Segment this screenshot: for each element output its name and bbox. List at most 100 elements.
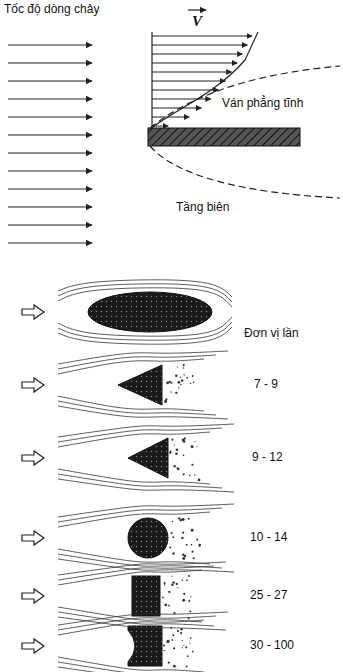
wake-dot <box>172 536 174 538</box>
streamline <box>58 406 228 419</box>
text-label: Ván phẳng tĩnh <box>222 96 303 110</box>
wake-dot <box>172 581 174 583</box>
wake-dot <box>189 611 191 613</box>
wake-dot <box>193 381 195 383</box>
text-label: Tầng biên <box>176 200 229 214</box>
velocity-arrow <box>152 90 219 91</box>
wake-dot <box>184 437 186 439</box>
wake-dot <box>183 593 185 595</box>
wake-dot <box>186 544 188 546</box>
wake-dot <box>191 551 193 553</box>
wake-dot <box>186 666 188 668</box>
velocity-arrow <box>152 99 211 100</box>
streamline <box>58 280 232 297</box>
flow-arrow <box>8 80 92 81</box>
wake-dot <box>175 453 177 455</box>
streamline <box>58 617 226 630</box>
wake-dot <box>198 544 201 547</box>
wake-dot <box>171 439 173 441</box>
wake-dot <box>163 650 164 651</box>
wake-dot <box>173 444 174 445</box>
wake-dot <box>177 587 178 588</box>
wake-dot <box>183 645 184 646</box>
wake-dot <box>178 387 179 388</box>
wake-dot <box>187 655 189 657</box>
wake-dot <box>192 651 194 653</box>
wake-dot <box>166 640 169 643</box>
streamline <box>58 667 228 672</box>
wake-dot <box>182 532 184 534</box>
wake-dot <box>182 557 185 560</box>
wake-dot <box>196 445 197 446</box>
wake-dot <box>169 547 171 549</box>
velocity-profile <box>152 32 258 128</box>
cone-body <box>118 365 162 405</box>
flow-arrow <box>8 62 92 63</box>
sphere-body <box>128 518 168 558</box>
flow-arrow <box>8 44 92 45</box>
cone-body <box>128 438 168 478</box>
wake-dot <box>178 381 181 384</box>
boundary-layer-upper <box>150 66 340 128</box>
inflow-arrow <box>22 305 44 319</box>
wake-dot <box>171 639 173 641</box>
wake-dot <box>173 665 176 668</box>
streamline <box>58 401 216 415</box>
streamline <box>58 317 232 336</box>
wake-dot <box>194 474 195 475</box>
wake-dot <box>164 604 167 607</box>
streamline <box>58 512 210 527</box>
text-label: 9 - 12 <box>252 450 283 464</box>
wake-dot <box>166 400 168 402</box>
wake-dot <box>188 600 190 602</box>
streamline <box>58 432 210 447</box>
streamline <box>58 508 222 522</box>
wake-dot <box>170 391 171 392</box>
text-label: Tốc độ dòng chảy <box>4 2 99 16</box>
streamline <box>58 549 210 564</box>
wake-dot <box>186 377 188 379</box>
wake-dot <box>192 375 194 377</box>
wake-dot <box>176 583 178 585</box>
streamline <box>58 612 228 625</box>
text-label: 25 - 27 <box>250 588 287 602</box>
wake-dot <box>183 473 185 475</box>
wake-dot <box>183 455 185 457</box>
wake-dot <box>169 381 171 383</box>
wake-dot <box>196 538 198 540</box>
vector-arrow <box>188 9 206 10</box>
streamline <box>58 657 204 672</box>
wake-dot <box>182 553 184 555</box>
wake-dot <box>175 374 178 377</box>
wake-dot <box>182 599 185 602</box>
inflow-arrow <box>22 451 44 465</box>
profile-axis <box>151 32 152 128</box>
streamline <box>58 554 222 568</box>
wake-dot <box>190 596 191 597</box>
wake-dot <box>194 441 195 442</box>
wake-dot <box>189 642 190 643</box>
wake-dot <box>162 597 164 599</box>
boundary-layer-lower <box>150 146 340 198</box>
flow-arrow <box>8 188 92 189</box>
wake-dot <box>167 640 170 643</box>
text-label: 7 - 9 <box>254 377 278 391</box>
cup-body <box>128 626 162 666</box>
text-label: 30 - 100 <box>250 638 294 652</box>
wake-dot <box>198 479 201 482</box>
streamline <box>58 359 204 374</box>
wake-dot <box>181 379 184 382</box>
wake-dot <box>172 634 174 636</box>
flow-arrow <box>8 242 92 243</box>
wake-dot <box>180 377 181 378</box>
streamline <box>58 424 234 437</box>
wake-dot <box>168 591 170 593</box>
wake-dot <box>168 591 169 592</box>
wake-dot <box>188 575 190 577</box>
wake-dot <box>191 529 194 532</box>
inflow-arrow <box>22 531 44 545</box>
wake-dot <box>172 521 174 523</box>
wake-dot <box>177 630 179 632</box>
inflow-arrow <box>22 378 44 392</box>
streamline <box>58 396 204 411</box>
